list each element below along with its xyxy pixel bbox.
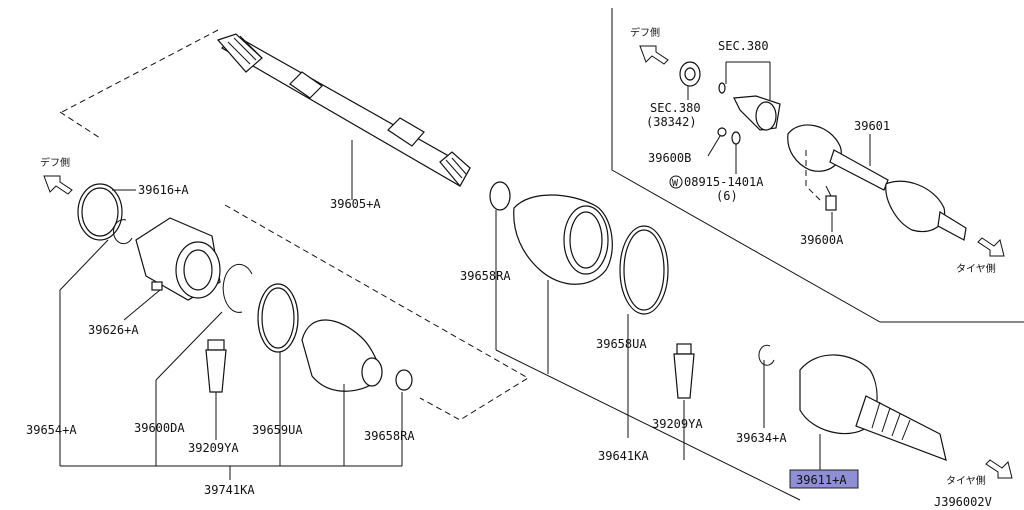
outer-joint-part bbox=[799, 354, 947, 461]
label-39654[interactable]: 39654+A bbox=[26, 423, 77, 437]
label-39209ya-left[interactable]: 39209YA bbox=[188, 441, 239, 455]
band-39658ra-top bbox=[489, 181, 511, 211]
label-39600b[interactable]: 39600B bbox=[648, 151, 691, 165]
inset-frame bbox=[611, 8, 1024, 323]
inset-driveshaft bbox=[787, 124, 967, 241]
circlip-39600da bbox=[222, 263, 253, 313]
label-39611[interactable]: 39611+A bbox=[796, 473, 847, 487]
label-39605[interactable]: 39605+A bbox=[330, 197, 381, 211]
grease-tube-left bbox=[205, 339, 227, 393]
label-diff-side-right: デフ側 bbox=[630, 26, 660, 39]
inner-joint-part bbox=[135, 217, 221, 301]
label-39658ua[interactable]: 39658UA bbox=[596, 337, 647, 351]
band-39658ra-small bbox=[395, 369, 413, 391]
label-sec380-mid[interactable]: SEC.380 bbox=[650, 101, 701, 115]
circlip-39634 bbox=[758, 344, 775, 366]
label-39600da[interactable]: 39600DA bbox=[134, 421, 185, 435]
boot-middle bbox=[513, 194, 613, 285]
arrow-diff-right-icon bbox=[639, 45, 669, 65]
highlight-39611 bbox=[789, 469, 859, 489]
label-08915-qty: (6) bbox=[716, 189, 738, 203]
exploded-box bbox=[61, 29, 219, 113]
arrow-tire-bottom-icon bbox=[985, 459, 1013, 479]
label-tire-side-bottom: タイヤ側 bbox=[946, 474, 986, 487]
label-39616[interactable]: 39616+A bbox=[138, 183, 189, 197]
label-39658ra-top[interactable]: 39658RA bbox=[460, 269, 511, 283]
label-39634[interactable]: 39634+A bbox=[736, 431, 787, 445]
label-sec380-top[interactable]: SEC.380 bbox=[718, 39, 769, 53]
label-08915[interactable]: 08915-1401A bbox=[684, 175, 764, 189]
label-08915-mark: W bbox=[672, 178, 679, 189]
label-39626[interactable]: 39626+A bbox=[88, 323, 139, 337]
diagram-code: J396002V bbox=[934, 495, 992, 509]
arrow-tire-right-icon bbox=[977, 237, 1005, 257]
inset-flange bbox=[718, 82, 781, 131]
boot-left bbox=[301, 319, 383, 392]
inset-nut bbox=[717, 127, 741, 145]
label-sec380-ref: (38342) bbox=[646, 115, 697, 129]
leader-lines bbox=[59, 61, 871, 501]
inset-seal bbox=[679, 61, 701, 87]
label-diff-side-left: デフ側 bbox=[40, 156, 70, 169]
circlip-39654 bbox=[113, 219, 133, 245]
washer-mark-icon bbox=[669, 175, 683, 189]
label-39741ka[interactable]: 39741KA bbox=[204, 483, 255, 497]
inset-bolt bbox=[825, 185, 837, 211]
grease-tube-right bbox=[673, 343, 695, 399]
label-39659ua[interactable]: 39659UA bbox=[252, 423, 303, 437]
label-tire-side-right: タイヤ側 bbox=[956, 262, 996, 275]
label-39600a[interactable]: 39600A bbox=[800, 233, 844, 247]
label-39658ra-bottom[interactable]: 39658RA bbox=[364, 429, 415, 443]
shaft-part bbox=[216, 33, 471, 188]
label-39641ka[interactable]: 39641KA bbox=[598, 449, 649, 463]
label-39209ya-right[interactable]: 39209YA bbox=[652, 417, 703, 431]
arrow-diff-left-icon bbox=[43, 175, 73, 195]
label-39601[interactable]: 39601 bbox=[854, 119, 890, 133]
